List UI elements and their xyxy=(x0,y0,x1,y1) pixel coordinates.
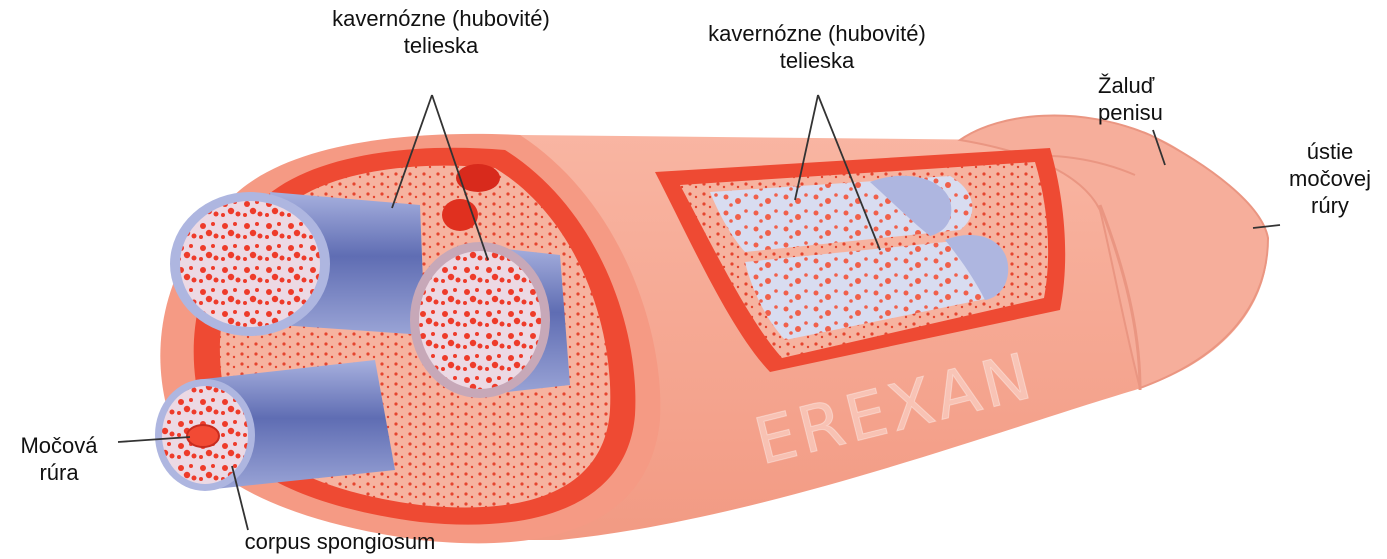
label-meatus-line3: rúry xyxy=(1280,192,1380,219)
label-cavernous-right-line1: kavernózne (hubovité) xyxy=(672,20,962,47)
label-cavernous-right: kavernózne (hubovité) telieska xyxy=(672,20,962,74)
label-spongiosum-text: corpus spongiosum xyxy=(210,528,470,555)
label-meatus-line2: močovej xyxy=(1280,165,1380,192)
label-cavernous-left: kavernózne (hubovité) telieska xyxy=(296,5,586,59)
label-glans-line1: Žaluď xyxy=(1098,72,1198,99)
urethra-lumen xyxy=(187,425,219,447)
label-cavernous-left-line2: telieska xyxy=(296,32,586,59)
label-meatus-line1: ústie xyxy=(1280,138,1380,165)
label-urethra-line2: rúra xyxy=(0,459,118,486)
label-meatus: ústie močovej rúry xyxy=(1280,138,1380,219)
cavernous-body-left-sponge xyxy=(180,201,320,327)
label-glans: Žaluď penisu xyxy=(1098,72,1198,126)
label-glans-line2: penisu xyxy=(1098,99,1198,126)
cavernous-body-right-sponge xyxy=(419,251,541,389)
label-spongiosum: corpus spongiosum xyxy=(210,528,470,555)
label-cavernous-right-line2: telieska xyxy=(672,47,962,74)
label-cavernous-left-line1: kavernózne (hubovité) xyxy=(296,5,586,32)
label-urethra: Močová rúra xyxy=(0,432,118,486)
label-urethra-line1: Močová xyxy=(0,432,118,459)
